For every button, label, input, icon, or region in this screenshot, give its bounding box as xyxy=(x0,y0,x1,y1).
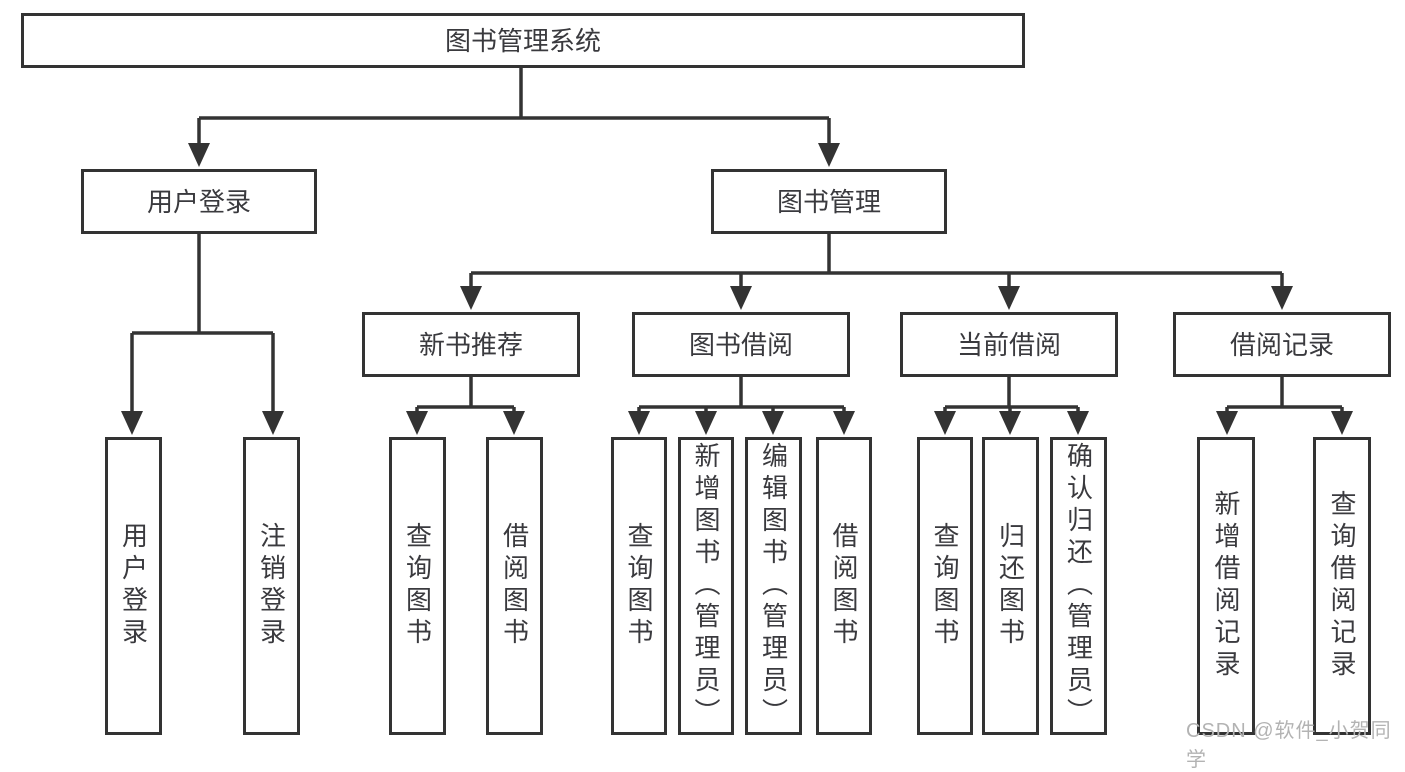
node-borrowing-records: 借阅记录 xyxy=(1173,312,1391,377)
arrowhead-icon xyxy=(762,411,784,435)
node-leaf-add-borrow-record: 新增借阅记录 xyxy=(1197,437,1255,735)
connector-newbookrec-to-leaves xyxy=(415,375,516,415)
arrowhead-icon xyxy=(833,411,855,435)
connector-bookmgmt-to-level3 xyxy=(469,232,1284,290)
arrowhead-icon xyxy=(121,411,143,435)
node-leaf-borrow-query-books: 查询图书 xyxy=(611,437,667,735)
node-leaf-current-query-books: 查询图书 xyxy=(917,437,973,735)
arrowhead-icon xyxy=(628,411,650,435)
node-leaf-edit-books-admin: 编辑图书（管理员） xyxy=(745,437,802,735)
arrowhead-icon xyxy=(262,411,284,435)
arrowhead-icon xyxy=(1216,411,1238,435)
connector-userlogin-to-leaves xyxy=(130,232,275,415)
arrowhead-icon xyxy=(1067,411,1089,435)
node-new-book-recommend: 新书推荐 xyxy=(362,312,580,377)
node-leaf-logout: 注销登录 xyxy=(243,437,300,735)
arrowhead-icon xyxy=(934,411,956,435)
arrowhead-icon xyxy=(460,286,482,310)
node-root: 图书管理系统 xyxy=(21,13,1025,68)
arrowhead-icon xyxy=(999,411,1021,435)
arrowhead-icon xyxy=(730,286,752,310)
node-leaf-borrow-books: 借阅图书 xyxy=(816,437,872,735)
connector-currentborrow-to-leaves xyxy=(943,375,1080,415)
node-leaf-add-books-admin: 新增图书（管理员） xyxy=(678,437,734,735)
connector-borrowrecords-to-leaves xyxy=(1225,375,1344,415)
node-leaf-recommend-query-books: 查询图书 xyxy=(389,437,446,735)
arrowheads xyxy=(121,143,1353,435)
node-leaf-recommend-borrow-books: 借阅图书 xyxy=(486,437,543,735)
arrowhead-icon xyxy=(188,143,210,167)
arrowhead-icon xyxy=(1271,286,1293,310)
connector-root-to-level2 xyxy=(197,66,831,147)
node-leaf-query-borrow-record: 查询借阅记录 xyxy=(1313,437,1371,735)
arrowhead-icon xyxy=(503,411,525,435)
node-book-borrowing: 图书借阅 xyxy=(632,312,850,377)
arrowhead-icon xyxy=(1331,411,1353,435)
node-leaf-confirm-return-admin: 确认归还（管理员） xyxy=(1050,437,1107,735)
node-leaf-user-login: 用户登录 xyxy=(105,437,162,735)
arrowhead-icon xyxy=(695,411,717,435)
node-current-borrowing: 当前借阅 xyxy=(900,312,1118,377)
arrowhead-icon xyxy=(998,286,1020,310)
arrowhead-icon xyxy=(406,411,428,435)
node-user-login: 用户登录 xyxy=(81,169,317,234)
connector-bookborrow-to-leaves xyxy=(637,375,846,415)
arrowhead-icon xyxy=(818,143,840,167)
connector-lines xyxy=(121,66,1353,435)
node-leaf-return-books: 归还图书 xyxy=(982,437,1039,735)
csdn-watermark: CSDN @软件_小贺同学 xyxy=(1186,720,1392,771)
node-book-management: 图书管理 xyxy=(711,169,947,234)
